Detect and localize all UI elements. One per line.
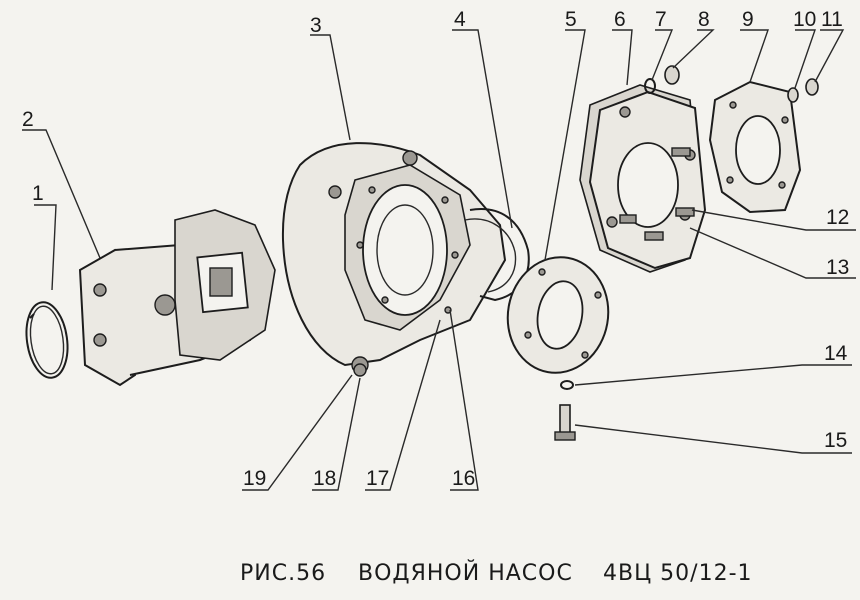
part-6-cover-plate [579, 84, 707, 273]
part-9-end-plate [708, 80, 802, 214]
part-8-seal [664, 65, 680, 85]
figure-caption: РИС.56 ВОДЯНОЙ НАСОС 4ВЦ 50/12-1 [240, 560, 753, 586]
callout-9: 9 [742, 8, 754, 31]
callout-7: 7 [655, 8, 667, 31]
part-3-pump-body [281, 142, 507, 374]
callout-14: 14 [824, 342, 848, 365]
part-2-bearing-housing [78, 209, 276, 387]
part-7-ring [644, 78, 656, 94]
callout-8: 8 [698, 8, 710, 31]
callout-1: 1 [32, 182, 44, 205]
callout-18: 18 [313, 467, 336, 490]
callout-3: 3 [310, 14, 322, 37]
part-5-flange-gasket [506, 256, 610, 374]
callout-15: 15 [824, 429, 847, 452]
figure-number: РИС.56 [240, 561, 326, 586]
part-1-snap-ring [25, 301, 69, 379]
callout-11: 11 [821, 8, 843, 31]
part-15-bolt [554, 404, 576, 441]
part-14-ring [560, 380, 574, 390]
callout-19: 19 [243, 467, 266, 490]
callout-12: 12 [826, 206, 849, 229]
callout-2: 2 [22, 108, 34, 131]
callout-17: 17 [366, 467, 389, 490]
callout-13: 13 [826, 256, 849, 279]
callout-labels: 1 2 3 4 5 6 7 8 9 10 11 12 13 14 15 16 1… [22, 8, 849, 490]
part-11-nut [805, 78, 819, 96]
part-4-gasket [464, 208, 530, 302]
figure-title: ВОДЯНОЙ НАСОС [358, 560, 573, 586]
part-18-drain-plug [353, 363, 367, 377]
callout-10: 10 [793, 8, 816, 31]
callout-4: 4 [454, 8, 466, 31]
part-10-washer [787, 87, 799, 103]
callout-5: 5 [565, 8, 577, 31]
leader-lines [22, 29, 856, 491]
callout-6: 6 [614, 8, 626, 31]
callout-16: 16 [452, 467, 475, 490]
figure-model: 4ВЦ 50/12-1 [603, 561, 753, 586]
